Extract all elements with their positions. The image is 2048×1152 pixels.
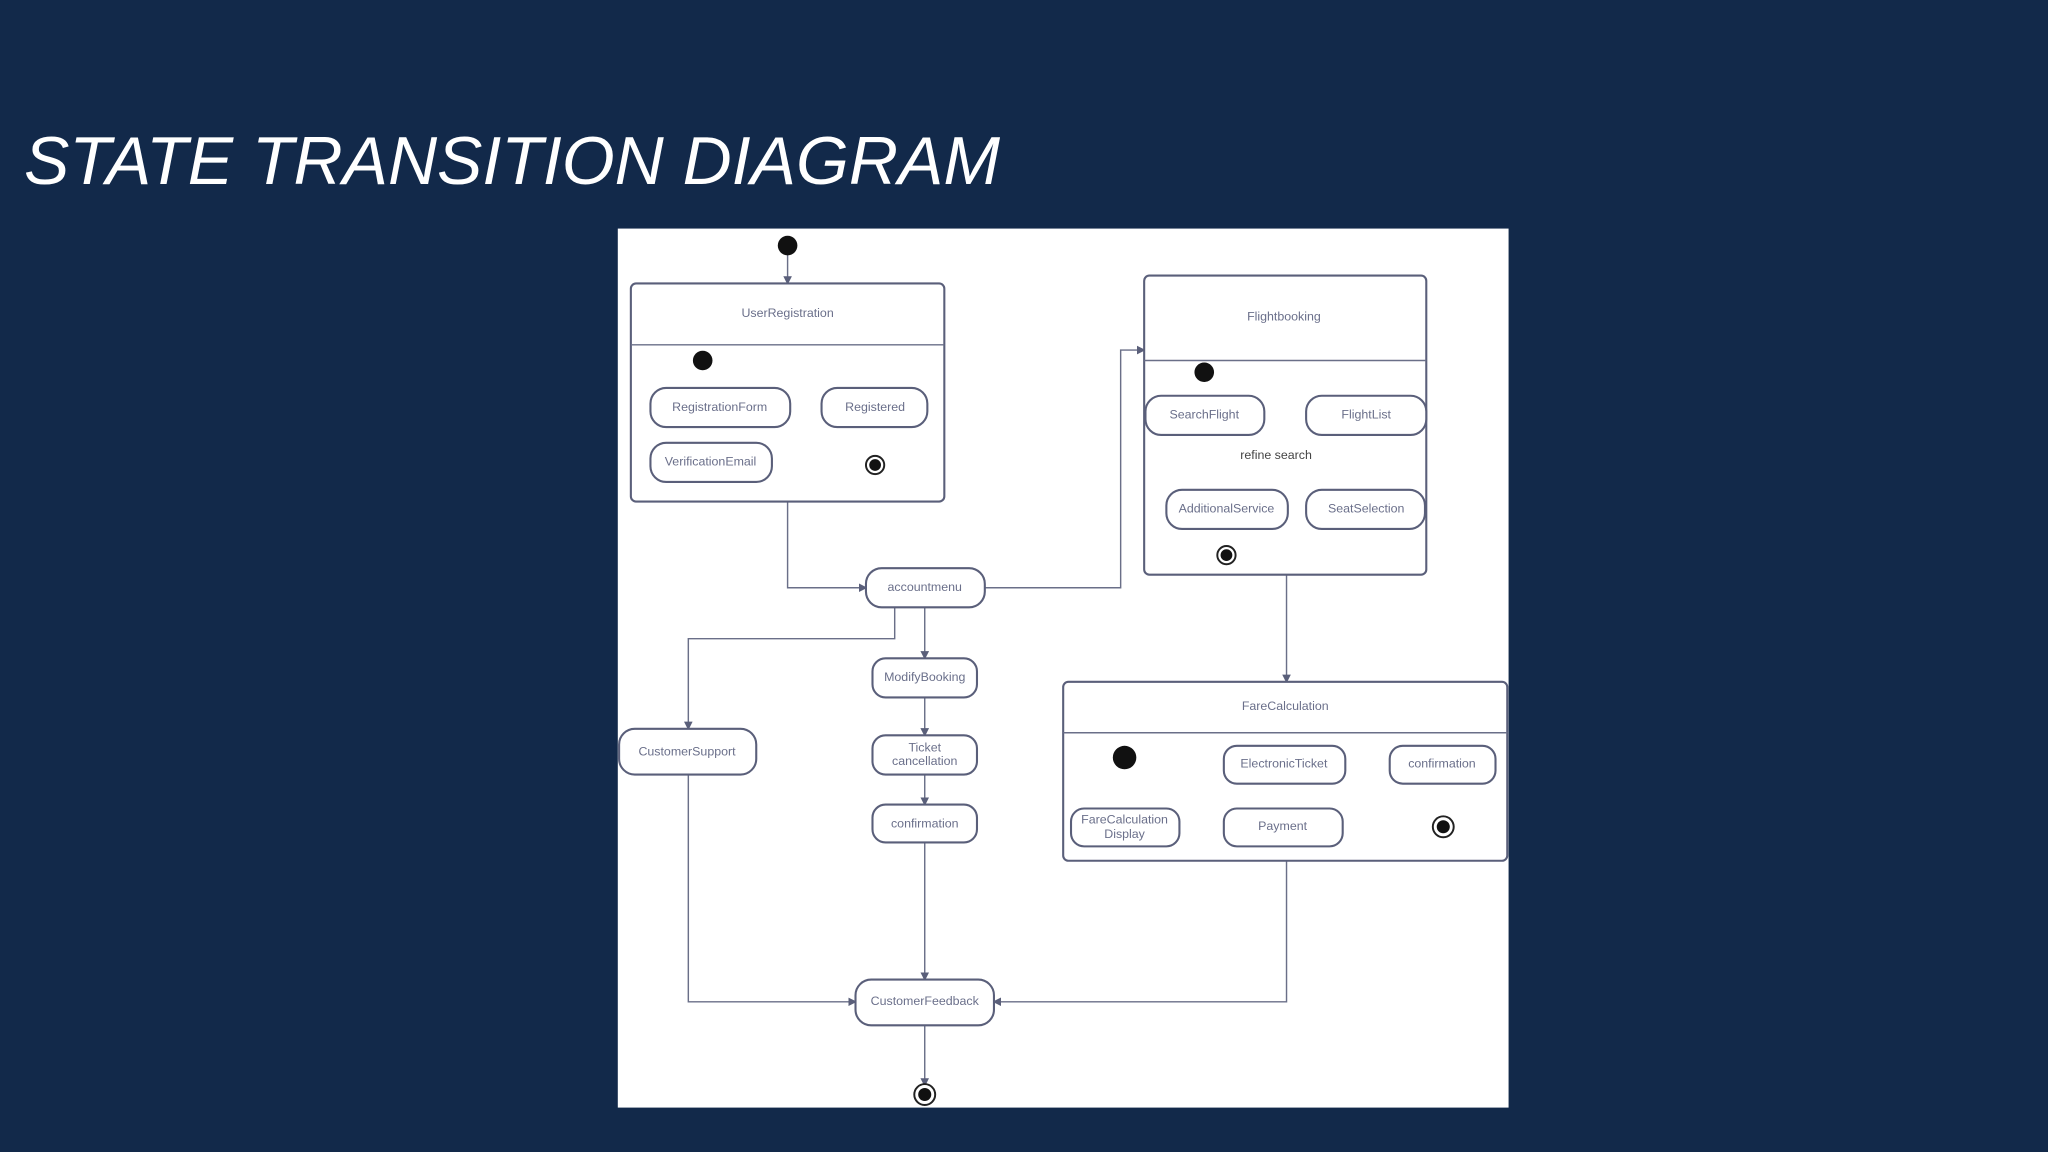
search-flight-label: SearchFlight — [1169, 408, 1239, 422]
transition — [984, 345, 1146, 589]
registration-form-label: RegistrationForm — [672, 400, 767, 414]
additional-service-label: AdditionalService — [1179, 502, 1275, 516]
registration-form-state — [649, 386, 792, 429]
final-state-icon — [1216, 544, 1237, 566]
flight-list-label: FlightList — [1341, 408, 1391, 422]
customer-support-state — [618, 727, 758, 776]
verification-email-label: VerificationEmail — [665, 455, 757, 469]
ticket-cancellation-state — [871, 734, 979, 776]
final-state-icon — [1431, 815, 1455, 839]
initial-state-icon — [692, 350, 713, 371]
search-flight-state — [1144, 394, 1266, 436]
customer-feedback-state — [854, 978, 996, 1027]
flight-booking-state: Flightbooking SearchFlight FlightList re… — [1143, 274, 1428, 576]
flight-list-state — [1305, 394, 1428, 436]
fare-calculation-state: FareCalculation FareCalculation Display … — [1062, 680, 1509, 862]
initial-state-icon — [777, 235, 798, 256]
transition — [786, 501, 868, 593]
transition — [687, 774, 857, 1007]
registered-state — [820, 386, 929, 429]
modify-booking-state — [871, 657, 979, 699]
registered-label: Registered — [845, 400, 905, 414]
payment-state — [1222, 807, 1344, 848]
ticket-cancellation-label-line1: Ticket — [908, 741, 941, 755]
fare-calculation-title: FareCalculation — [1242, 699, 1329, 713]
confirmation-label: confirmation — [891, 816, 959, 830]
customer-feedback-label: CustomerFeedback — [871, 994, 980, 1008]
payment-label: Payment — [1258, 819, 1307, 833]
refine-search-label: refine search — [1240, 448, 1312, 462]
modify-booking-label: ModifyBooking — [884, 670, 965, 684]
fare-display-label-line1: FareCalculation — [1081, 813, 1168, 827]
transition — [684, 607, 896, 731]
slide-title: STATE TRANSITION DIAGRAM — [24, 123, 1000, 199]
user-registration-title: UserRegistration — [741, 306, 833, 320]
fare-confirmation-label: confirmation — [1408, 756, 1476, 770]
final-state-icon — [864, 454, 886, 476]
account-menu-state — [864, 567, 986, 609]
confirmation-state — [871, 803, 979, 844]
ticket-cancellation-label-line2: cancellation — [892, 754, 958, 768]
user-registration-state: UserRegistration RegistrationForm Verifi… — [629, 282, 946, 503]
additional-service-state — [1165, 488, 1289, 531]
initial-state-icon — [1194, 362, 1215, 383]
transition — [992, 860, 1288, 1007]
electronic-ticket-state — [1222, 744, 1347, 785]
customer-support-label: CustomerSupport — [638, 745, 736, 759]
verification-email-state — [649, 441, 773, 484]
flight-booking-title: Flightbooking — [1247, 310, 1321, 324]
final-state-icon — [913, 1083, 937, 1106]
account-menu-label: accountmenu — [888, 580, 963, 594]
electronic-ticket-label: ElectronicTicket — [1240, 756, 1328, 770]
fare-display-label-line2: Display — [1104, 827, 1145, 841]
seat-selection-state — [1305, 488, 1427, 531]
seat-selection-label: SeatSelection — [1328, 502, 1405, 516]
fare-confirmation-state — [1388, 744, 1497, 785]
initial-state-icon — [1112, 745, 1137, 770]
fare-calculation-display-state — [1069, 807, 1181, 848]
